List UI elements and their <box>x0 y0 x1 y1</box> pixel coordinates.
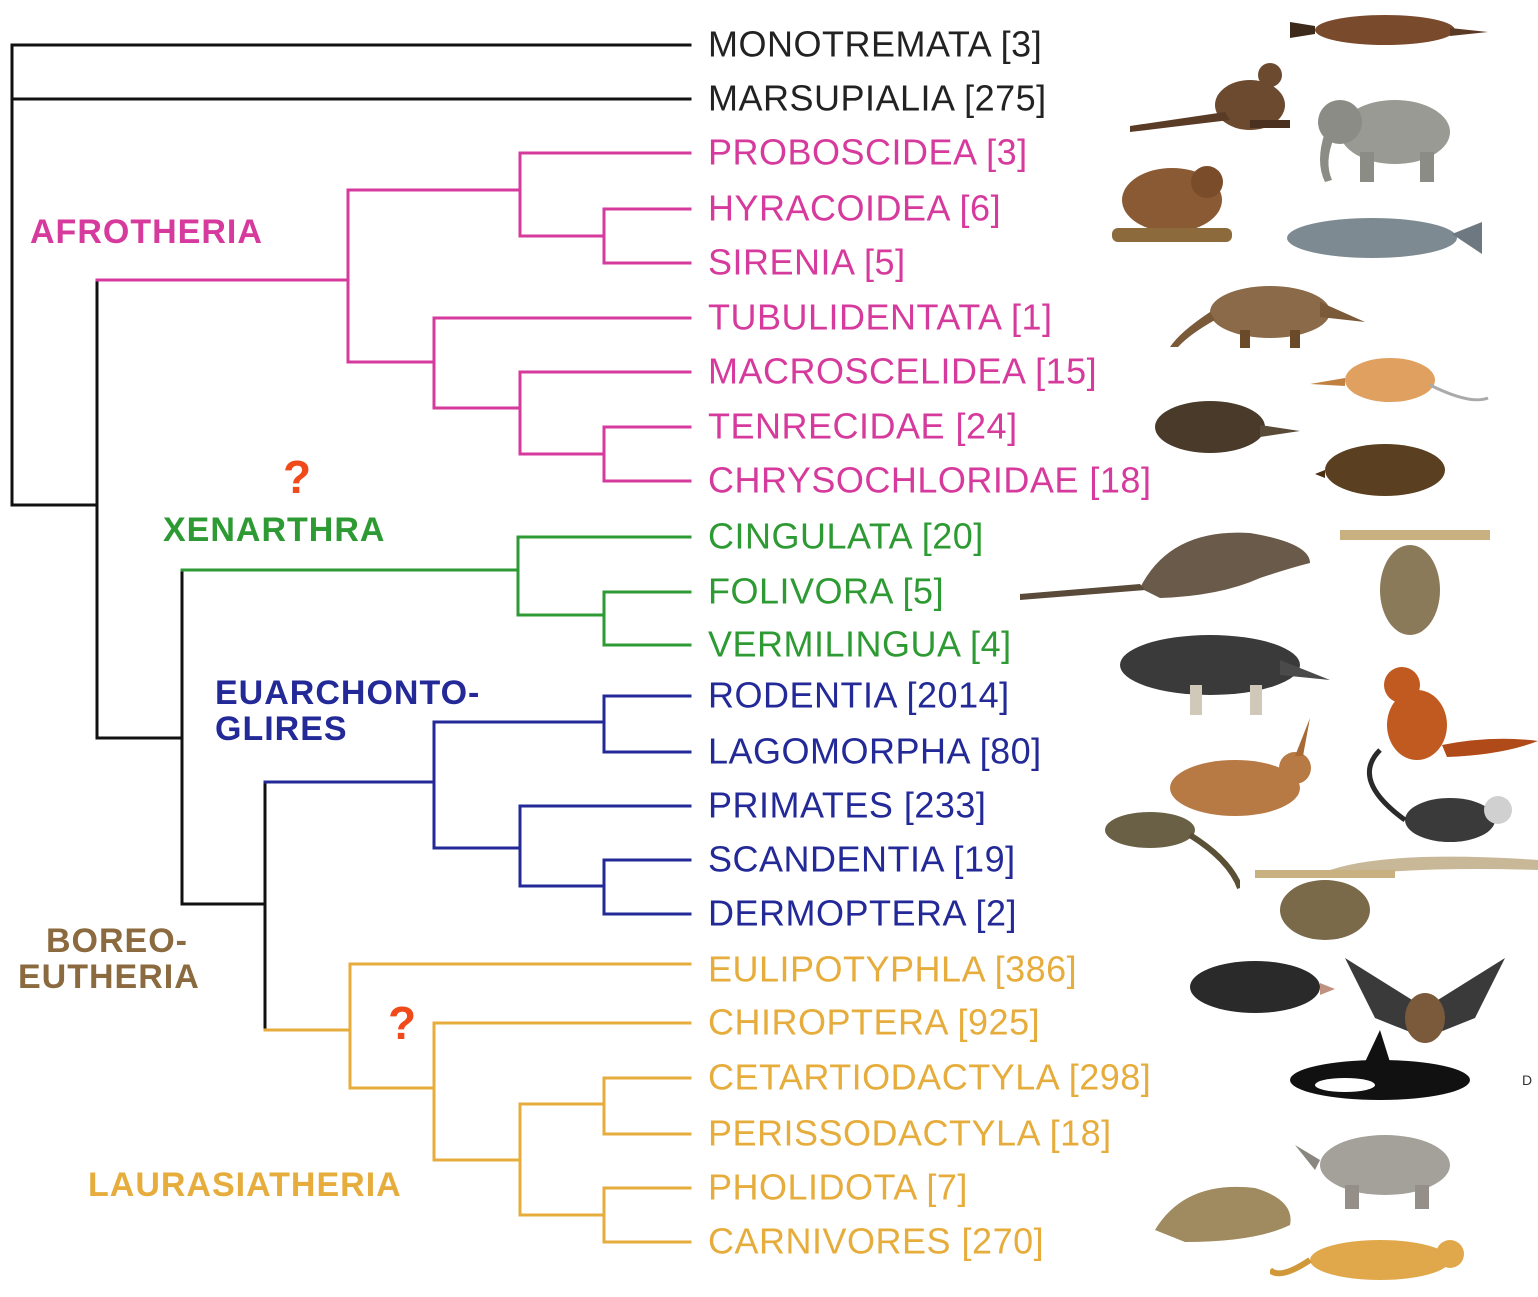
taxon-label-lagomorpha: LAGOMORPHA [80] <box>708 733 1042 769</box>
taxon-label-sirenia: SIRENIA [5] <box>708 244 906 280</box>
taxon-label-tubulidentata: TUBULIDENTATA [1] <box>708 299 1053 335</box>
anteater-icon <box>1100 625 1330 717</box>
taxon-label-rodentia: RODENTIA [2014] <box>708 677 1010 713</box>
taxon-label-dermoptera: DERMOPTERA [2] <box>708 895 1017 931</box>
taxon-label-perissodactyla: PERISSODACTYLA [18] <box>708 1115 1112 1151</box>
clade-label-laurasiatheria: LAURASIATHERIA <box>88 1168 402 1204</box>
aardvark-icon <box>1170 272 1370 350</box>
clade-label-euarchontoglires: EUARCHONTO- GLIRES <box>215 676 480 747</box>
rhinoceros-icon <box>1295 1125 1465 1210</box>
hyrax-icon <box>1112 160 1232 248</box>
clade-label-xenarthra: XENARTHRA <box>163 513 385 549</box>
taxon-label-folivora: FOLIVORA [5] <box>708 573 944 609</box>
clade-label-euarchontoglires-line1: EUARCHONTO- <box>215 676 480 712</box>
leopard-icon <box>1270 1230 1470 1295</box>
elephant-icon <box>1310 92 1460 184</box>
manatee-icon <box>1282 212 1482 264</box>
taxon-label-tenrecidae: TENRECIDAE [24] <box>708 408 1018 444</box>
taxon-label-monotremata: MONOTREMATA [3] <box>708 26 1042 62</box>
taxon-label-pholidota: PHOLIDOTA [7] <box>708 1169 968 1205</box>
clade-label-euarchontoglires-line2: GLIRES <box>215 712 480 748</box>
treeshrew-icon <box>1090 790 1240 890</box>
golden-mole-icon <box>1315 440 1445 498</box>
clade-label-boreoeutheria: BOREO- EUTHERIA <box>18 924 200 995</box>
tenrec-icon <box>1150 395 1300 457</box>
question-mark-laurasiatheria: ? <box>388 1000 416 1046</box>
orca-icon <box>1285 1030 1475 1110</box>
taxon-label-carnivores: CARNIVORES [270] <box>708 1223 1044 1259</box>
platypus-icon <box>1290 8 1490 50</box>
taxon-label-macroscelidea: MACROSCELIDEA [15] <box>708 353 1097 389</box>
kangaroo-icon <box>1130 60 1300 140</box>
question-mark-xenarthra: ? <box>283 454 311 500</box>
colugo-icon <box>1255 850 1395 942</box>
taxon-label-marsupialia: MARSUPIALIA [275] <box>708 80 1047 116</box>
taxon-label-cetartiodactyla: CETARTIODACTYLA [298] <box>708 1059 1151 1095</box>
clade-label-boreoeutheria-line2: EUTHERIA <box>18 960 200 996</box>
clade-label-boreoeutheria-line1: BOREO- <box>18 924 200 960</box>
taxon-label-hyracoidea: HYRACOIDEA [6] <box>708 190 1001 226</box>
mole-icon <box>1185 955 1335 1017</box>
taxon-label-eulipotyphla: EULIPOTYPHLA [386] <box>708 951 1077 987</box>
taxon-label-chrysochloridae: CHRYSOCHLORIDAE [18] <box>708 462 1151 498</box>
taxon-label-primates: PRIMATES [233] <box>708 787 986 823</box>
armadillo-icon <box>1020 518 1310 608</box>
taxon-label-cingulata: CINGULATA [20] <box>708 518 984 554</box>
clade-label-afrotheria: AFROTHERIA <box>30 215 263 251</box>
taxon-label-scandentia: SCANDENTIA [19] <box>708 841 1016 877</box>
sloth-icon <box>1340 520 1490 640</box>
stray-letter: D <box>1522 1072 1532 1088</box>
taxon-label-proboscidea: PROBOSCIDEA [3] <box>708 134 1028 170</box>
taxon-label-chiroptera: CHIROPTERA [925] <box>708 1004 1040 1040</box>
elephant-shrew-icon <box>1310 350 1490 422</box>
taxon-label-vermilingua: VERMILINGUA [4] <box>708 626 1012 662</box>
